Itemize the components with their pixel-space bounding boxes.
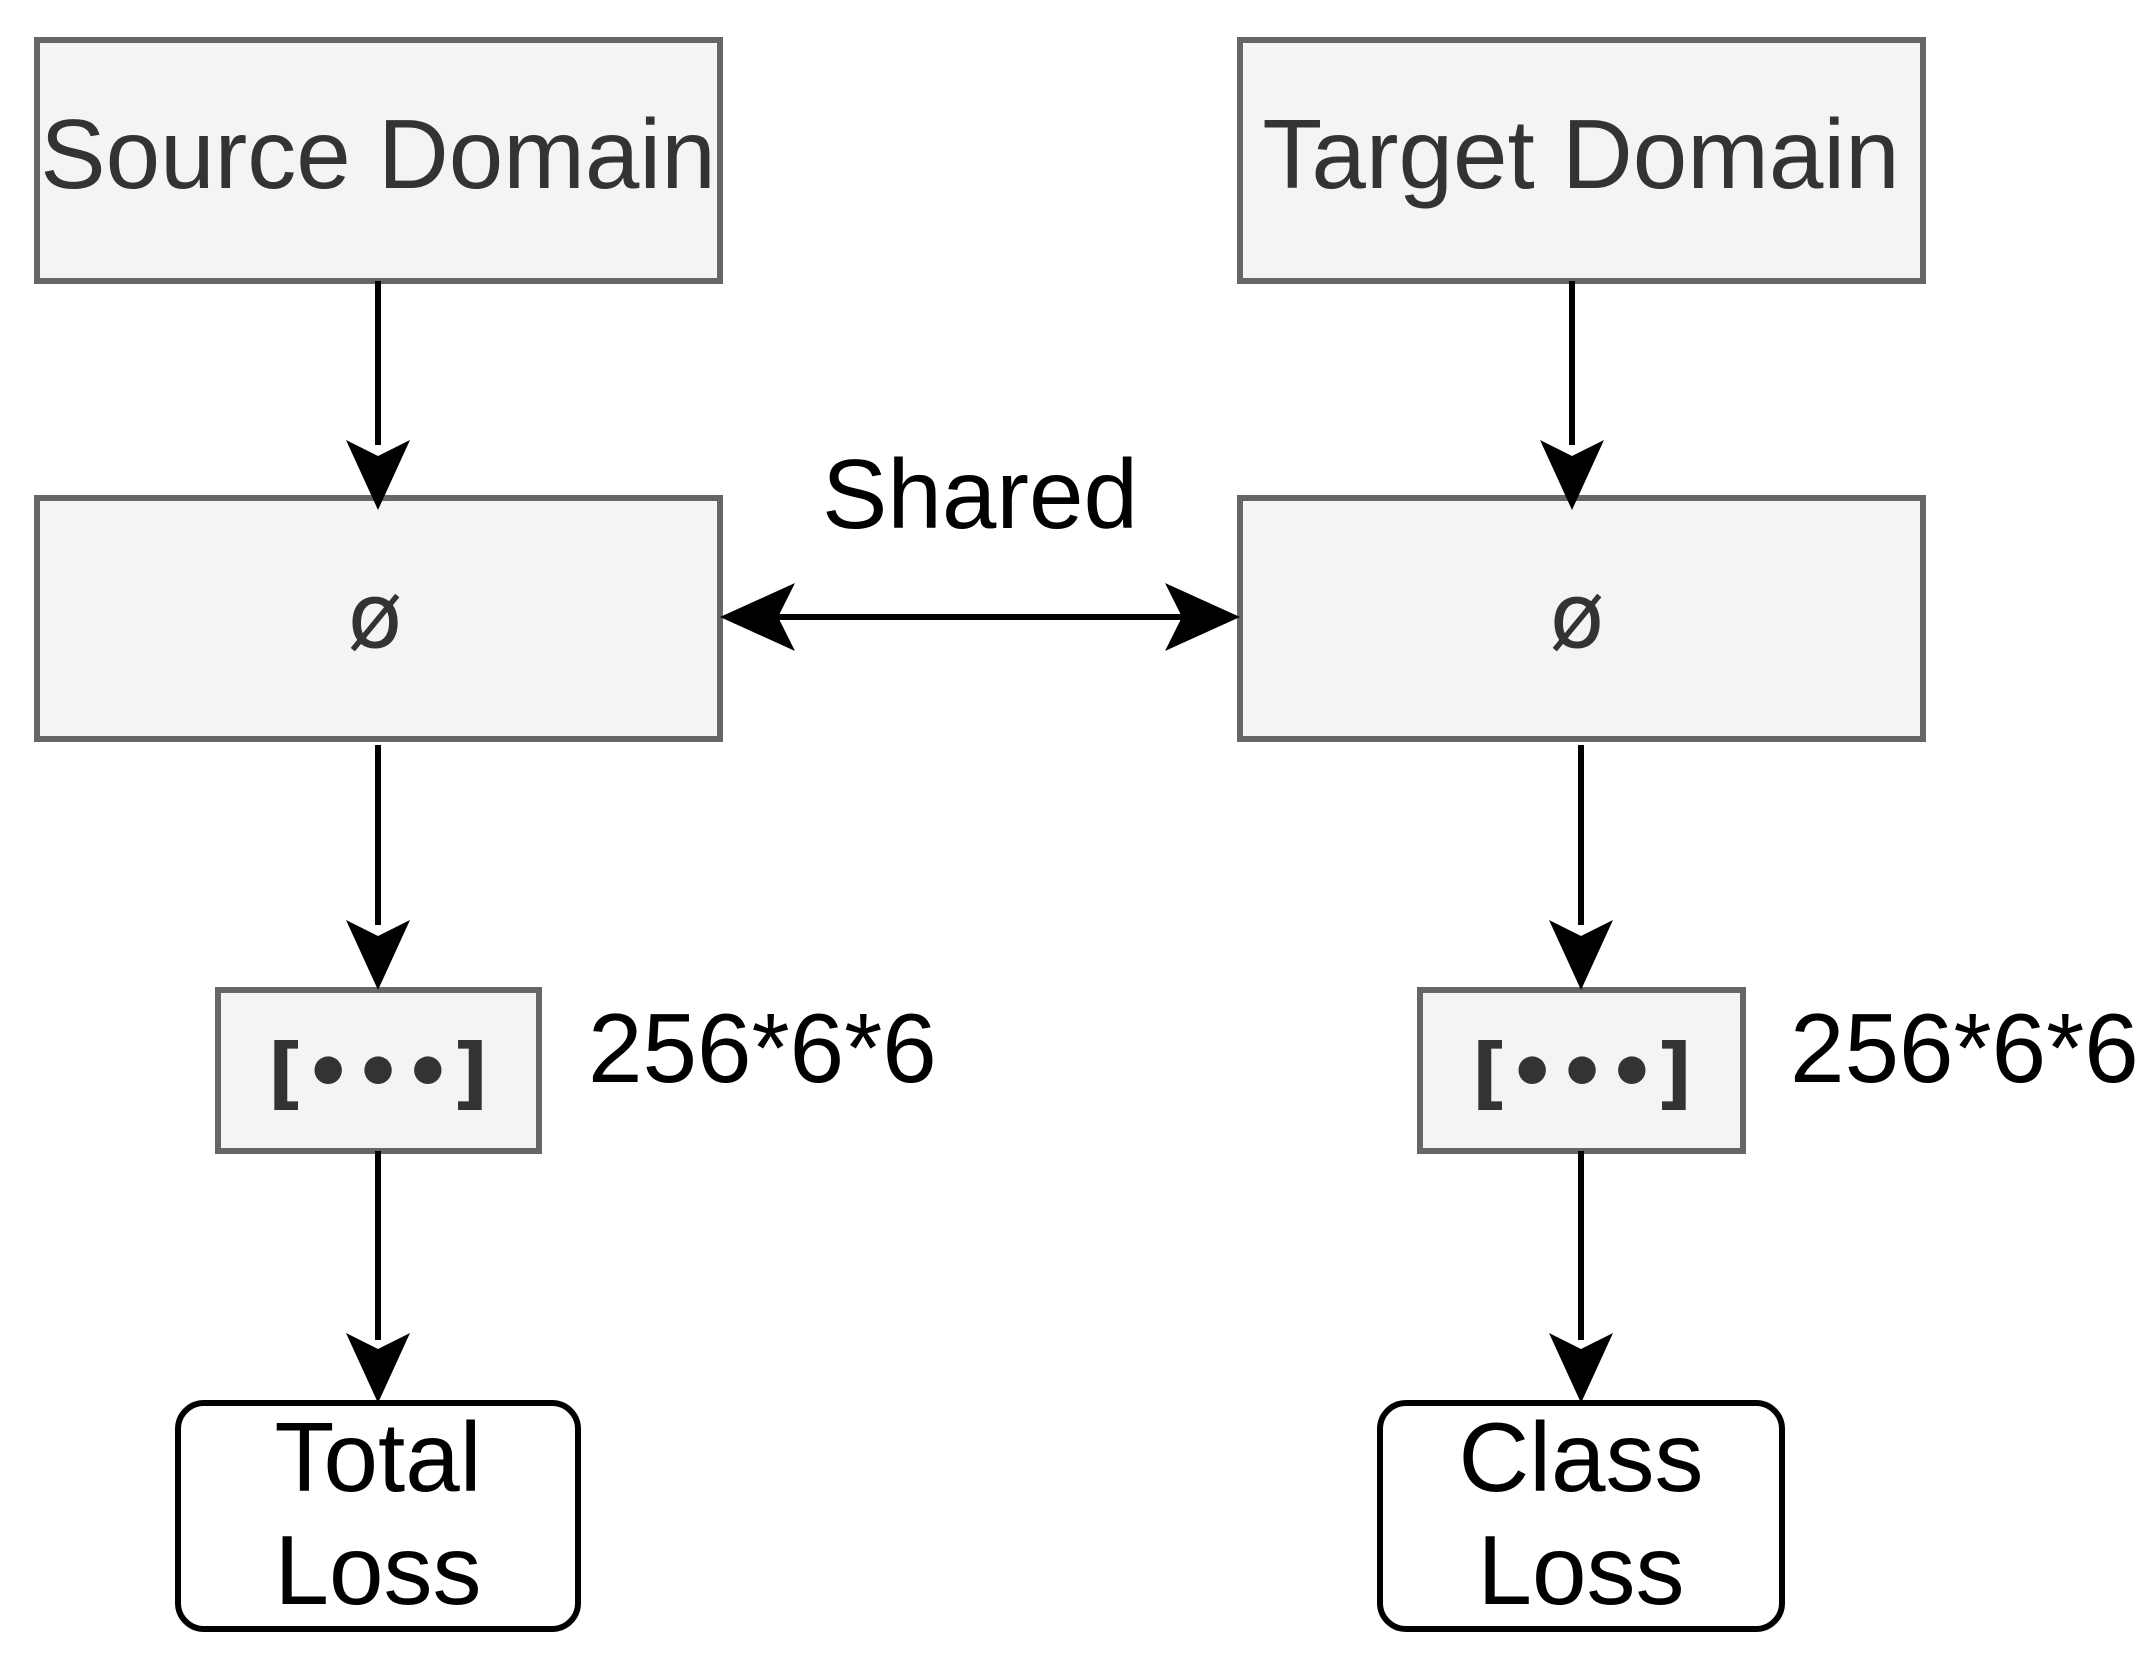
edge-source-domain-to-encoder [346, 281, 410, 510]
target-domain-node: Target Domain [1237, 37, 1926, 284]
source-encoder-node: ø [34, 495, 723, 742]
target-encoder-node: ø [1237, 495, 1926, 742]
target-encoder-label: ø [1549, 564, 1604, 669]
edge-shared-weights [720, 583, 1240, 651]
target-domain-label: Target Domain [1262, 99, 1899, 209]
shared-label: Shared [822, 439, 1138, 549]
edge-target-domain-to-encoder [1540, 281, 1604, 510]
target-features-node: [•••] [1417, 987, 1746, 1154]
source-features-label: [•••] [268, 1028, 489, 1118]
edge-source-encoder-to-features [346, 745, 410, 990]
target-feature-dims-label: 256*6*6 [1790, 993, 2139, 1103]
source-features-node: [•••] [215, 987, 542, 1154]
class-loss-node: Class Loss [1377, 1400, 1785, 1632]
total-loss-label-line1: Total [274, 1402, 481, 1512]
total-loss-node: Total Loss [175, 1400, 581, 1632]
source-domain-label: Source Domain [40, 99, 715, 209]
edge-target-encoder-to-features [1549, 745, 1613, 990]
source-domain-node: Source Domain [34, 37, 723, 284]
source-feature-dims-label: 256*6*6 [588, 993, 937, 1103]
target-features-label: [•••] [1472, 1028, 1693, 1118]
edge-source-features-to-total-loss [346, 1151, 410, 1403]
total-loss-label-line2: Loss [274, 1515, 481, 1625]
class-loss-label-line2: Loss [1477, 1515, 1684, 1625]
source-encoder-label: ø [347, 564, 402, 669]
edge-target-features-to-class-loss [1549, 1151, 1613, 1403]
class-loss-label-line1: Class [1458, 1402, 1703, 1512]
